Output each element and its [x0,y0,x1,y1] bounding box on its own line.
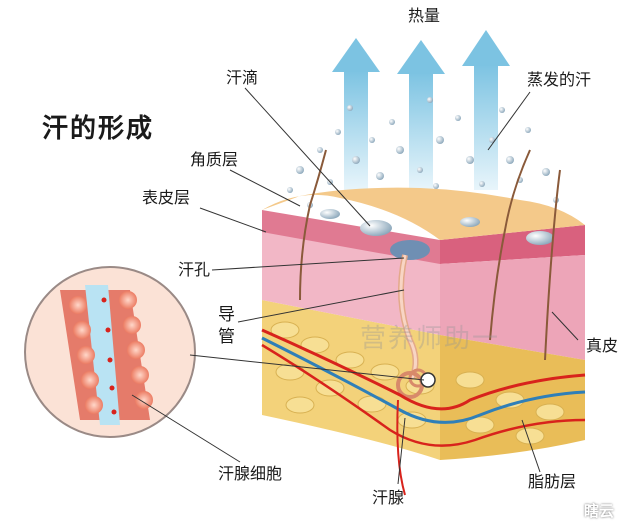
label-heat: 热量 [408,6,441,25]
label-gland-cells: 汗腺细胞 [218,464,283,483]
label-duct-1: 导 [218,305,235,325]
watermark: 营养师助一 [360,324,501,354]
diagram-title: 汗的形成 [42,114,155,144]
label-evaporated-sweat: 蒸发的汗 [527,70,592,89]
gland-magnified-view [24,266,196,438]
heat-arrows [332,30,510,190]
heat-arrow [332,38,380,190]
label-duct-2: 管 [218,327,235,347]
label-epidermis: 表皮层 [142,188,191,207]
label-stratum-corneum: 角质层 [190,150,239,169]
label-dermis: 真皮 [586,336,619,355]
label-duct: 导管 [218,304,236,348]
leader-lines [131,87,579,485]
corner-mark: 瞎云 [584,502,615,520]
label-sweat-drop: 汗滴 [226,68,259,87]
heat-arrow [462,30,510,190]
label-pore: 汗孔 [178,260,211,279]
label-sweat-gland: 汗腺 [372,488,405,507]
label-fat-layer: 脂肪层 [528,472,577,491]
